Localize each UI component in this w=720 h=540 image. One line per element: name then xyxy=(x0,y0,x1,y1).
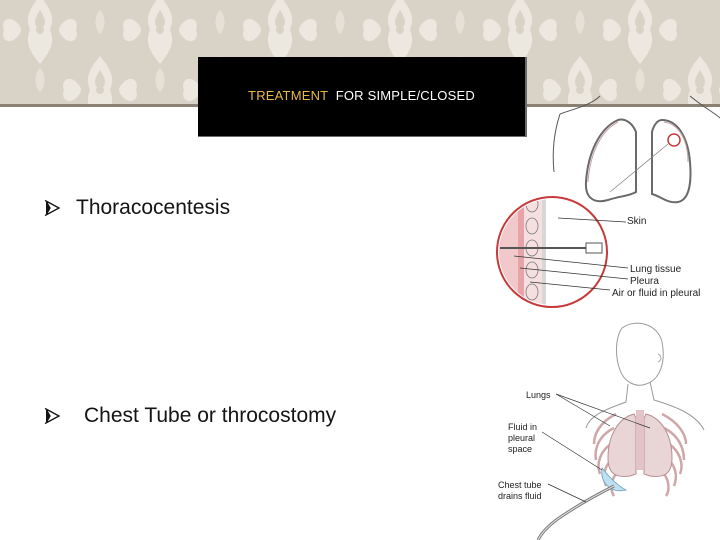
thoracocentesis-illustration: Skin Lung tissue Pleura Air or fluid in … xyxy=(490,92,720,314)
chest-tube-drawing xyxy=(536,322,705,540)
label-tube-line-1: Chest tube xyxy=(498,480,542,490)
label-fluid-line-1: Fluid in xyxy=(508,422,538,432)
label-air-or-fluid: Air or fluid in pleural xyxy=(612,288,701,299)
label-lungs: Lungs xyxy=(526,390,551,400)
bullet-label: Thoracocentesis xyxy=(76,196,231,219)
bullet-label: Chest Tube or throcostomy xyxy=(84,404,337,427)
label-pleura: Pleura xyxy=(630,276,659,287)
thoracocentesis-drawing xyxy=(496,95,720,308)
chest-tube-illustration: Lungs Fluid in pleural space Chest tube … xyxy=(490,318,720,540)
bullet-chest-tube: Chest Tube or throcostomy xyxy=(44,404,336,428)
title-part-simple-closed: FOR SIMPLE/CLOSED xyxy=(331,88,475,103)
label-tube-line-2: drains fluid xyxy=(498,491,542,501)
label-fluid-line-3: space xyxy=(508,444,533,454)
bullet-thoracocentesis: Thoracocentesis xyxy=(44,196,230,220)
label-skin: Skin xyxy=(627,216,647,227)
arrowhead-bullet-icon xyxy=(44,408,60,424)
title-part-treatment: TREATMENT xyxy=(248,88,332,103)
slide-title: TREATMENT FOR SIMPLE/CLOSED xyxy=(198,88,525,103)
label-fluid-line-2: pleural xyxy=(508,433,536,443)
label-lung-tissue: Lung tissue xyxy=(630,264,682,275)
title-box: TREATMENT FOR SIMPLE/CLOSED xyxy=(198,57,527,137)
arrowhead-bullet-icon xyxy=(44,200,60,216)
